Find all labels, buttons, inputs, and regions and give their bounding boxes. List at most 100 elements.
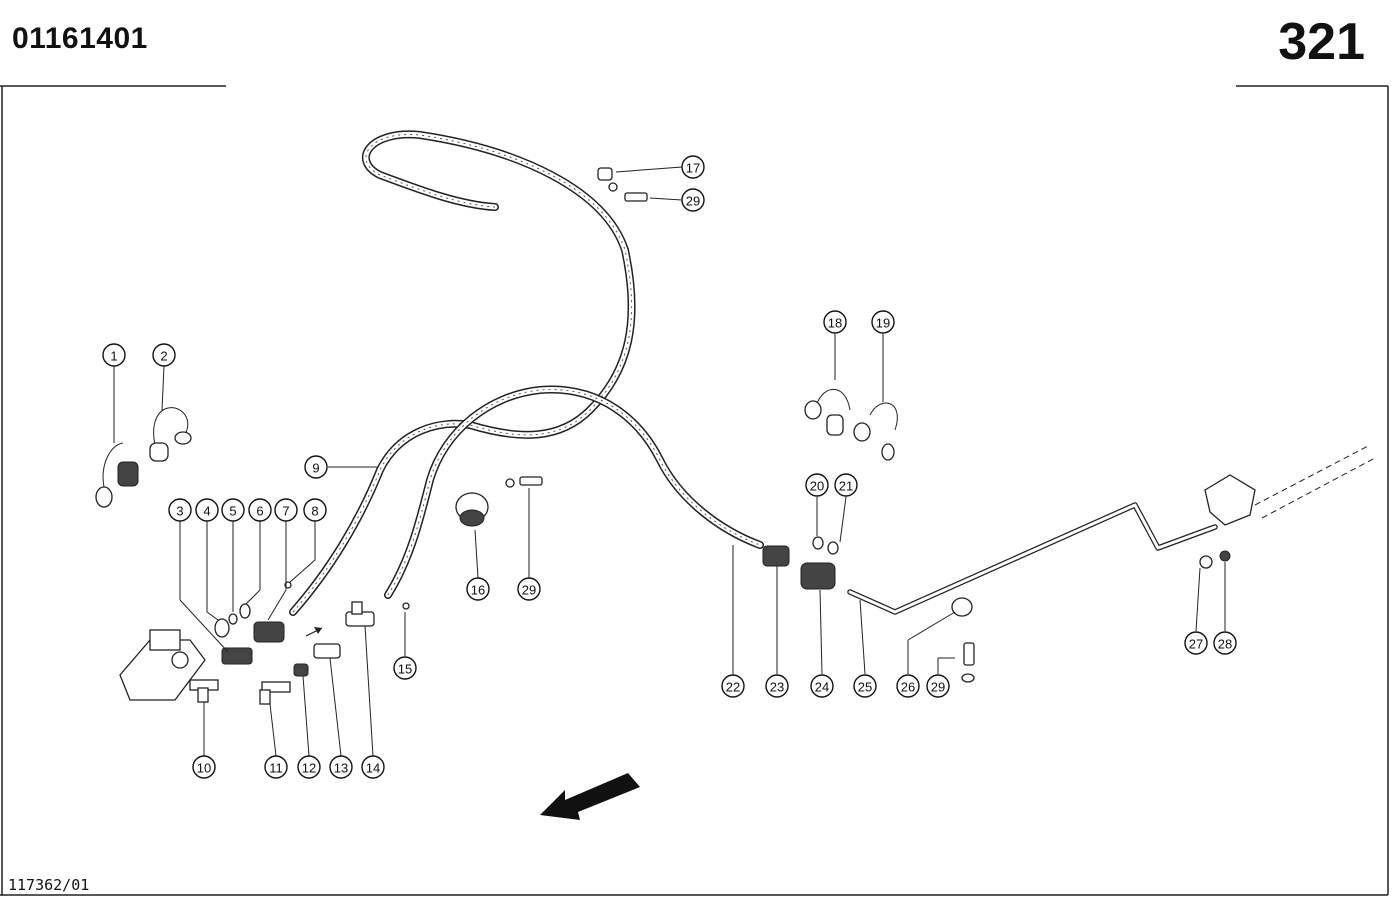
- callout-9: 9: [304, 455, 328, 479]
- coupling-3: [221, 647, 253, 665]
- callout-27: 27: [1184, 631, 1208, 655]
- svg-text:23: 23: [770, 680, 784, 695]
- callout-12: 12: [297, 755, 321, 779]
- callout-18: 18: [823, 310, 847, 334]
- callout-15: 15: [393, 656, 417, 680]
- callout-23: 23: [765, 674, 789, 698]
- callout-10: 10: [192, 755, 216, 779]
- nipple-12: [293, 663, 309, 677]
- svg-text:17: 17: [686, 161, 700, 176]
- svg-text:21: 21: [839, 479, 853, 494]
- hose-22: [384, 385, 764, 599]
- direction-arrow: [540, 773, 640, 820]
- svg-text:19: 19: [876, 316, 890, 331]
- tee-14: [345, 601, 375, 627]
- svg-text:29: 29: [686, 194, 700, 209]
- svg-text:11: 11: [269, 761, 283, 776]
- coupling-7: [253, 621, 285, 643]
- document-number: 01161401: [12, 22, 148, 55]
- svg-text:27: 27: [1189, 637, 1203, 652]
- callout-29-right: 29: [926, 674, 950, 698]
- callout-6: 6: [248, 498, 272, 522]
- frame: [0, 85, 1389, 896]
- part-1-cap: [95, 442, 139, 508]
- svg-text:14: 14: [366, 761, 380, 776]
- nut-27: [1199, 555, 1213, 569]
- cap-18: [804, 388, 851, 436]
- small-arrow: [305, 627, 323, 637]
- callout-5: 5: [221, 498, 245, 522]
- callout-8: 8: [303, 498, 327, 522]
- callout-1: 1: [102, 343, 126, 367]
- svg-text:26: 26: [901, 680, 915, 695]
- pipe-25: [847, 502, 1218, 615]
- tee-10: [189, 679, 219, 703]
- svg-text:16: 16: [471, 583, 485, 598]
- end-fitting: [1204, 474, 1256, 526]
- svg-text:22: 22: [726, 680, 740, 695]
- callout-17: 17: [681, 155, 705, 179]
- svg-text:29: 29: [522, 583, 536, 598]
- callout-7: 7: [274, 498, 298, 522]
- fitting-23: [762, 545, 790, 567]
- callout-19: 19: [871, 310, 895, 334]
- callout-21: 21: [834, 473, 858, 497]
- clamp-16: [455, 476, 543, 527]
- drawing-reference: 117362/01: [8, 876, 90, 894]
- svg-text:18: 18: [828, 316, 842, 331]
- callout-3: 3: [168, 498, 192, 522]
- svg-text:20: 20: [810, 479, 824, 494]
- callout-29-top: 29: [681, 188, 705, 212]
- svg-text:29: 29: [931, 680, 945, 695]
- adapter-13: [313, 643, 341, 659]
- callout-28: 28: [1213, 631, 1237, 655]
- svg-text:9: 9: [312, 461, 319, 476]
- ring-28: [1219, 550, 1231, 562]
- svg-text:25: 25: [858, 680, 872, 695]
- callout-25: 25: [853, 674, 877, 698]
- callout-29-mid: 29: [517, 577, 541, 601]
- callout-4: 4: [195, 498, 219, 522]
- tee-11: [259, 681, 291, 705]
- svg-text:10: 10: [197, 761, 211, 776]
- cap-19: [853, 402, 898, 461]
- ring-5: [228, 613, 238, 625]
- svg-text:3: 3: [176, 504, 183, 519]
- callout-16: 16: [466, 577, 490, 601]
- clamp-26: [951, 597, 975, 683]
- svg-text:5: 5: [229, 504, 236, 519]
- ring-4: [214, 618, 230, 638]
- fitting-24: [800, 562, 836, 590]
- ring-21: [827, 541, 839, 555]
- callout-20: 20: [805, 473, 829, 497]
- callout-11: 11: [264, 755, 288, 779]
- hose-9: [289, 130, 636, 616]
- svg-text:12: 12: [302, 761, 316, 776]
- callout-26: 26: [896, 674, 920, 698]
- callout-14: 14: [361, 755, 385, 779]
- svg-text:15: 15: [398, 662, 412, 677]
- page-number: 321: [1278, 13, 1365, 71]
- svg-text:13: 13: [334, 761, 348, 776]
- svg-text:4: 4: [203, 504, 210, 519]
- svg-text:28: 28: [1218, 637, 1232, 652]
- clamp-17: [597, 167, 648, 202]
- leader-lines: [113, 166, 1226, 757]
- svg-text:24: 24: [815, 680, 829, 695]
- svg-text:8: 8: [311, 504, 318, 519]
- svg-text:6: 6: [256, 504, 263, 519]
- ring-15: [402, 602, 410, 610]
- svg-text:1: 1: [110, 349, 117, 364]
- svg-text:7: 7: [282, 504, 289, 519]
- dashed-pipe: [1254, 444, 1376, 519]
- ring-20: [812, 536, 824, 550]
- part-2-cap: [149, 407, 192, 462]
- callout-22: 22: [721, 674, 745, 698]
- callout-24: 24: [810, 674, 834, 698]
- valve-block: [119, 629, 206, 701]
- callout-13: 13: [329, 755, 353, 779]
- callout-2: 2: [152, 343, 176, 367]
- ring-6: [239, 603, 251, 619]
- svg-text:2: 2: [160, 349, 167, 364]
